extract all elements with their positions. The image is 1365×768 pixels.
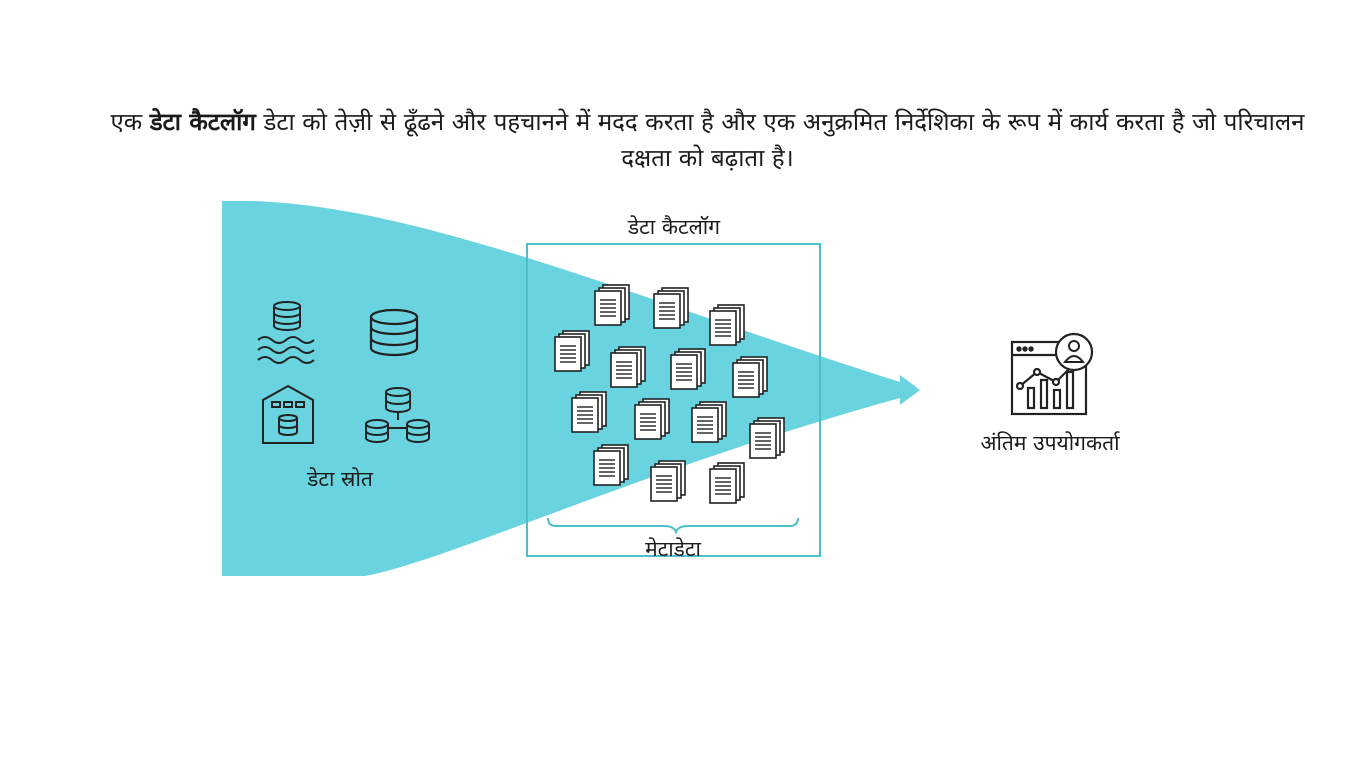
data-catalog-box (526, 243, 821, 557)
metadata-label: मेटाडेटा (645, 537, 701, 561)
document-stack-icon (653, 287, 689, 329)
metadata-documents (554, 284, 785, 504)
document-stack-icon (610, 346, 646, 388)
document-stack-icon (571, 391, 607, 433)
document-stack-icon (709, 462, 745, 504)
document-stack-icon (594, 284, 630, 326)
diagram-caption: एक डेटा कैटलॉग डेटा को तेज़ी से ढूँढने औ… (100, 104, 1315, 176)
data-sources-label: डेटा स्रोत (306, 467, 374, 491)
metadata-brace (547, 517, 799, 536)
analytics-dashboard-icon (1010, 340, 1088, 416)
data-catalog-label: डेटा कैटलॉग (627, 215, 721, 239)
caption-emphasis: डेटा कैटलॉग (149, 108, 256, 136)
document-stack-icon (691, 401, 727, 443)
document-stack-icon (670, 348, 706, 390)
document-stack-icon (593, 444, 629, 486)
document-stack-icon (732, 356, 768, 398)
document-stack-icon (749, 417, 785, 459)
distributed-database-icon (365, 387, 430, 443)
end-user-label: अंतिम उपयोगकर्ता (980, 431, 1120, 455)
database-icon (369, 308, 419, 357)
caption-text-rest: डेटा को तेज़ी से ढूँढने और पहचानने में म… (255, 108, 1305, 172)
caption-text: एक (110, 108, 150, 136)
user-avatar-icon (1054, 332, 1094, 372)
data-lake-icon (257, 301, 315, 364)
document-stack-icon (709, 304, 745, 346)
document-stack-icon (634, 398, 670, 440)
document-stack-icon (554, 330, 590, 372)
data-flow-funnel (222, 201, 920, 576)
data-warehouse-icon (262, 384, 314, 444)
document-stack-icon (650, 460, 686, 502)
